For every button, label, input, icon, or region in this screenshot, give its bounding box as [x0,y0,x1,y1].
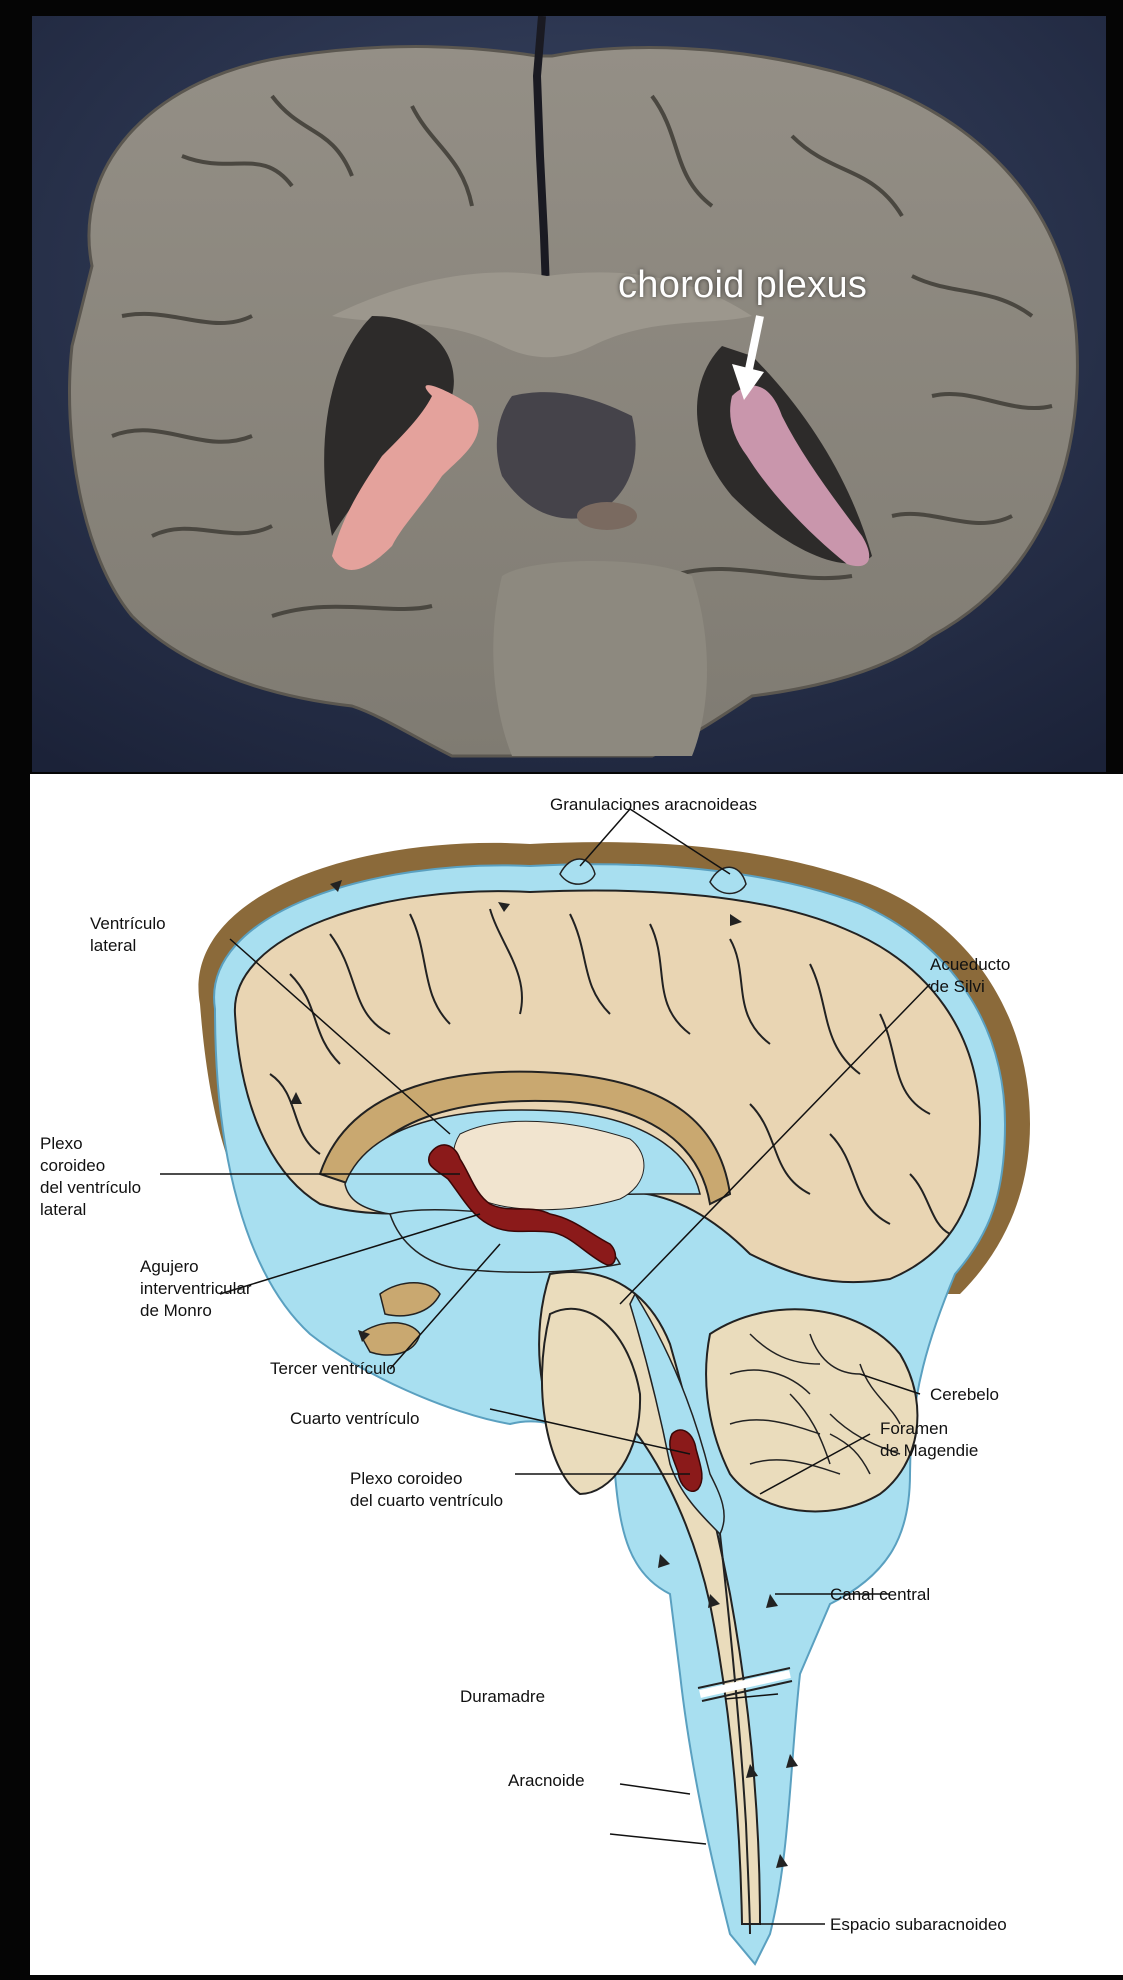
diagram-svg: Granulaciones aracnoideas Ventrículo lat… [30,774,1123,1975]
choroid-plexus-label: choroid plexus [618,264,867,307]
brain-coronal-photo: choroid plexus [32,16,1106,772]
label-acueducto-1: Acueducto [930,955,1010,974]
third-ventricle [577,502,637,530]
label-agujero-1: Agujero [140,1257,199,1276]
label-plexo-lateral-2: coroideo [40,1156,105,1175]
label-plexo-lateral-3: del ventrículo [40,1178,141,1197]
label-plexo-lateral-4: lateral [40,1200,86,1219]
label-plexo-cuarto-1: Plexo coroideo [350,1469,462,1488]
label-canal: Canal central [830,1585,930,1604]
label-granulaciones: Granulaciones aracnoideas [550,795,757,814]
label-foramen-1: Foramen [880,1419,948,1438]
label-plexo-cuarto-2: del cuarto ventrículo [350,1491,503,1510]
label-tercer: Tercer ventrículo [270,1359,396,1378]
brainstem [493,561,707,756]
label-espacio: Espacio subaracnoideo [830,1915,1007,1934]
label-cerebelo: Cerebelo [930,1385,999,1404]
label-duramadre: Duramadre [460,1687,545,1706]
photo-svg [32,16,1106,772]
label-ventriculo-lateral-1: Ventrículo [90,914,166,933]
label-aracnoide: Aracnoide [508,1771,585,1790]
label-ventriculo-lateral-2: lateral [90,936,136,955]
label-agujero-3: de Monro [140,1301,212,1320]
label-agujero-2: interventricular [140,1279,252,1298]
csf-diagram: Granulaciones aracnoideas Ventrículo lat… [30,774,1123,1975]
label-acueducto-2: de Silvi [930,977,985,996]
label-plexo-lateral-1: Plexo [40,1134,83,1153]
label-foramen-2: de Magendie [880,1441,978,1460]
label-cuarto: Cuarto ventrículo [290,1409,419,1428]
